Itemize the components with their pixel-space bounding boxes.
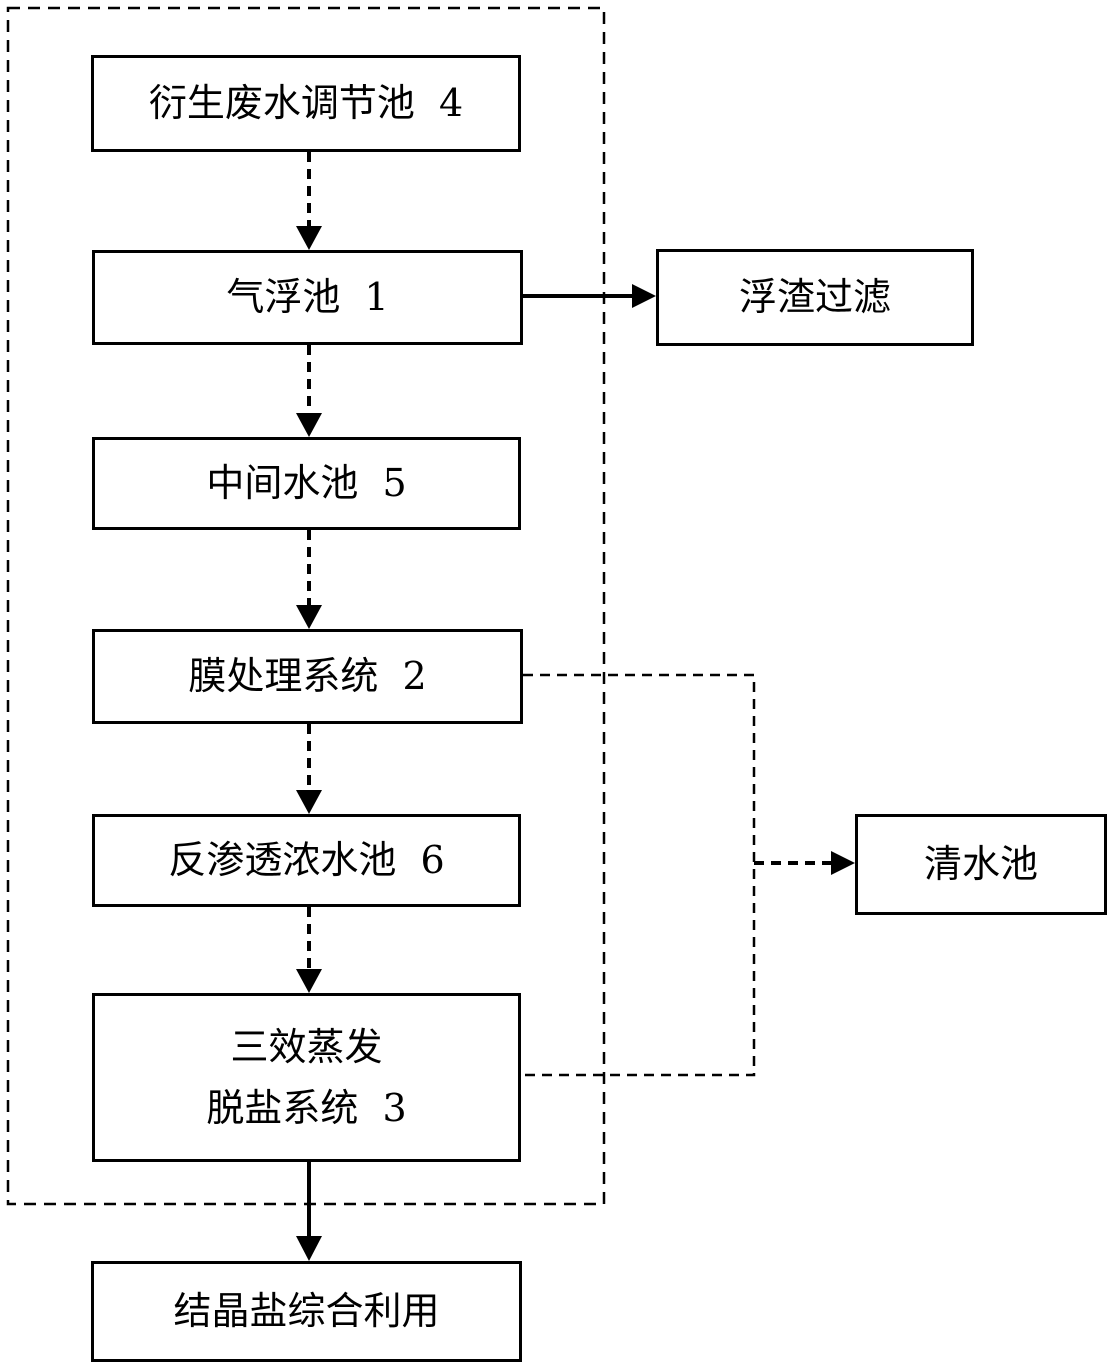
arrow-sanxiao-to-jiejing [296, 1162, 322, 1261]
ro-concentrate-tank-node: 反渗透浓水池 6 [92, 814, 521, 907]
crystal-salt-utilization-node: 结晶盐综合利用 [91, 1261, 522, 1362]
node-label: 反渗透浓水池 6 [168, 838, 445, 883]
node-label: 膜处理系统 2 [188, 654, 427, 699]
clean-water-return-lines [523, 673, 855, 1077]
arrow-zhongjian-to-mo [296, 530, 322, 629]
arrow-fanshen-to-sanxiao [296, 907, 322, 993]
node-label: 衍生废水调节池 4 [148, 81, 464, 126]
node-label: 三效蒸发 脱盐系统 3 [206, 1024, 407, 1130]
node-label: 清水池 [923, 842, 1038, 887]
arrow-qifu-to-zhongjian [296, 345, 322, 437]
air-flotation-tank-node: 气浮池 1 [92, 250, 523, 345]
intermediate-water-tank-node: 中间水池 5 [92, 437, 521, 530]
clean-water-tank-node: 清水池 [855, 814, 1107, 915]
membrane-treatment-system-node: 膜处理系统 2 [92, 629, 523, 724]
derived-wastewater-regulating-tank-node: 衍生废水调节池 4 [91, 55, 521, 152]
arrow-mo-to-fanshen [296, 724, 322, 814]
triple-effect-evaporation-desalination-node: 三效蒸发 脱盐系统 3 [92, 993, 521, 1162]
system-boundary [6, 6, 606, 1206]
arrow-tiaojie-to-qifu [296, 152, 322, 250]
arrow-qifu-to-fuzha [523, 284, 656, 308]
node-label: 结晶盐综合利用 [173, 1289, 440, 1334]
node-label: 气浮池 1 [226, 275, 389, 320]
scum-filtration-node: 浮渣过滤 [656, 249, 974, 346]
node-label: 中间水池 5 [206, 461, 407, 506]
node-label: 浮渣过滤 [738, 275, 891, 320]
